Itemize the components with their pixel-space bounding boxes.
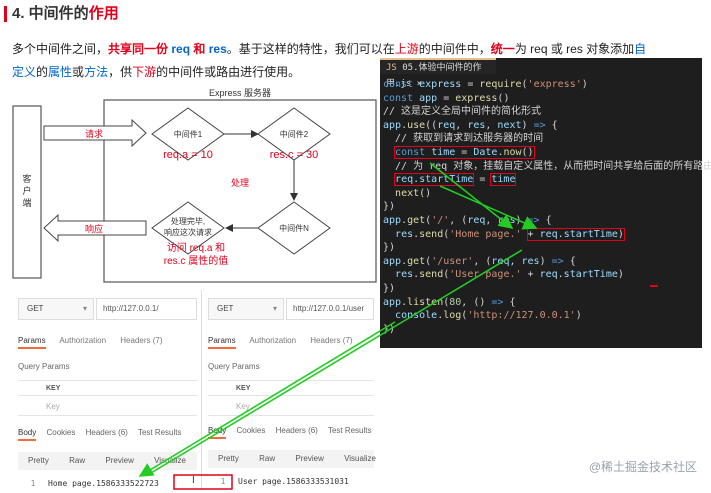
view-pretty[interactable]: Pretty xyxy=(28,456,49,465)
heading-accent-bar xyxy=(4,6,7,22)
key-column-header: KEY xyxy=(208,380,374,396)
code-lines: const express = require('express') const… xyxy=(380,74,711,336)
done-label-1: 处理完毕, xyxy=(171,216,205,226)
tab-test-results[interactable]: Test Results xyxy=(137,428,182,437)
code-line: // 这是定义全局中间件的简化形式 xyxy=(383,106,542,118)
tab-params[interactable]: Params xyxy=(18,336,46,349)
postman-panel-user: GET▾ http://127.0.0.1/user Params Author… xyxy=(202,290,378,490)
chevron-down-icon: ▾ xyxy=(272,304,277,313)
code-line: res.send('User page.' + req.startTime) xyxy=(395,269,624,281)
key-input[interactable]: Key xyxy=(18,398,197,416)
request-tabs: Params Authorization Headers (7) xyxy=(18,336,197,350)
method-select[interactable]: GET▾ xyxy=(18,298,94,320)
code-line: app.get('/user', (req, res) => { xyxy=(383,255,576,267)
tab-response-headers[interactable]: Headers (6) xyxy=(85,428,128,437)
tab-authorization[interactable]: Authorization xyxy=(249,336,297,345)
code-line: next() xyxy=(395,187,432,199)
request-arrow xyxy=(43,118,147,148)
tab-headers[interactable]: Headers (7) xyxy=(120,336,163,345)
req-a-label: req.a = 10 xyxy=(163,149,213,161)
done-label-2: 响应这次请求 xyxy=(164,227,212,237)
js-file-icon: JS xyxy=(386,63,403,73)
code-line: const app = express() xyxy=(383,92,510,104)
query-params-title: Query Params xyxy=(208,362,260,371)
tab-headers[interactable]: Headers (7) xyxy=(310,336,353,345)
key-input[interactable]: Key xyxy=(208,398,374,416)
url-input[interactable]: http://127.0.0.1/user xyxy=(286,298,374,320)
code-line: console.log('http://127.0.0.1') xyxy=(395,310,582,322)
access-label-2: res.c 属性的值 xyxy=(164,254,228,267)
code-line: }) xyxy=(383,201,396,213)
chevron-down-icon: ▾ xyxy=(82,304,87,313)
client-label-2: 户 xyxy=(22,185,31,196)
server-title: Express 服务器 xyxy=(209,87,271,98)
section-heading: 4. 中间件的作用 xyxy=(4,4,304,26)
tab-cookies[interactable]: Cookies xyxy=(236,426,266,435)
code-line: req.startTime = time xyxy=(394,173,517,187)
editor-tab[interactable]: JS 05.体验中间件的作用.js × xyxy=(380,58,496,89)
query-params-title: Query Params xyxy=(18,362,70,371)
response-arrow xyxy=(43,213,147,243)
postman-panel-home: GET▾ http://127.0.0.1/ Params Authorizat… xyxy=(12,290,202,490)
response-text: Home page.1586333522723 xyxy=(48,479,159,488)
code-line: const express = require('express') xyxy=(383,79,588,90)
code-line: // 为 req 对象，挂载自定义属性，从而把时间共享给后面的所有路由 xyxy=(383,160,711,172)
middleware-n-label: 中间件N xyxy=(279,223,309,233)
code-line: }) xyxy=(383,323,396,335)
middleware-2-label: 中间件2 xyxy=(280,129,309,139)
middleware-diagram: Express 服务器 客 户 端 请求 响应 中间件1 req.a = 10 … xyxy=(12,86,380,286)
watermark: @稀土掘金技术社区 xyxy=(588,460,697,474)
middleware-1-diamond xyxy=(151,107,225,161)
tab-test-results[interactable]: Test Results xyxy=(327,426,372,435)
view-preview[interactable]: Preview xyxy=(105,456,134,465)
request-label: 请求 xyxy=(85,128,103,139)
view-preview[interactable]: Preview xyxy=(295,454,324,463)
code-line: }) xyxy=(383,282,396,294)
tab-authorization[interactable]: Authorization xyxy=(59,336,107,345)
access-label-1: 访问 req.a 和 xyxy=(167,241,225,254)
tab-cookies[interactable]: Cookies xyxy=(46,428,76,437)
view-raw[interactable]: Raw xyxy=(259,454,276,463)
client-box xyxy=(12,105,42,279)
request-tabs: Params Authorization Headers (7) xyxy=(208,336,374,350)
url-input[interactable]: http://127.0.0.1/ xyxy=(96,298,197,320)
response-text: User page.1586333531031 xyxy=(238,477,349,486)
view-visualize[interactable]: Visualize xyxy=(344,454,376,463)
code-line: // 获取到请求到达服务器的时间 xyxy=(383,133,544,145)
tab-body[interactable]: Body xyxy=(208,426,227,439)
middleware-1-label: 中间件1 xyxy=(174,129,203,139)
view-raw[interactable]: Raw xyxy=(69,456,86,465)
tab-response-headers[interactable]: Headers (6) xyxy=(275,426,318,435)
code-line: app.get('/', (req, res) => { xyxy=(383,214,552,226)
view-mode-tabs: Pretty Raw Preview Visualize xyxy=(18,452,197,470)
code-editor: JS 05.体验中间件的作用.js × const express = requ… xyxy=(380,58,711,348)
response-tabs: Body Cookies Headers (6) Test Results xyxy=(18,428,197,442)
view-pretty[interactable]: Pretty xyxy=(218,454,239,463)
view-visualize[interactable]: Visualize xyxy=(154,456,186,465)
process-label: 处理 xyxy=(231,177,249,188)
view-mode-tabs: Pretty Raw Preview Visualize xyxy=(208,450,376,468)
response-label: 响应 xyxy=(85,223,103,234)
response-tabs: Body Cookies Headers (6) Test Results xyxy=(208,426,374,440)
heading-text: 4. 中间件的作用 xyxy=(12,5,119,22)
key-column-header: KEY xyxy=(18,380,197,396)
code-line: const time = Date.now() xyxy=(394,145,535,159)
client-label-1: 客 xyxy=(22,173,31,184)
code-line: }) xyxy=(383,242,396,254)
method-select[interactable]: GET▾ xyxy=(208,298,284,320)
code-line: res.send('Home page.' + req.startTime) xyxy=(395,227,625,241)
server-box xyxy=(103,99,377,283)
client-label-3: 端 xyxy=(22,197,31,208)
code-line: app.listen(80, () => { xyxy=(383,296,516,308)
tab-body[interactable]: Body xyxy=(18,428,37,441)
description-paragraph: 多个中间件之间，共享同一份 req 和 res。基于这样的特性，我们可以在上游的… xyxy=(12,42,647,79)
res-c-label: res.c = 30 xyxy=(270,149,319,161)
code-line: app.use((req, res, next) => { xyxy=(383,119,558,131)
tab-params[interactable]: Params xyxy=(208,336,236,349)
